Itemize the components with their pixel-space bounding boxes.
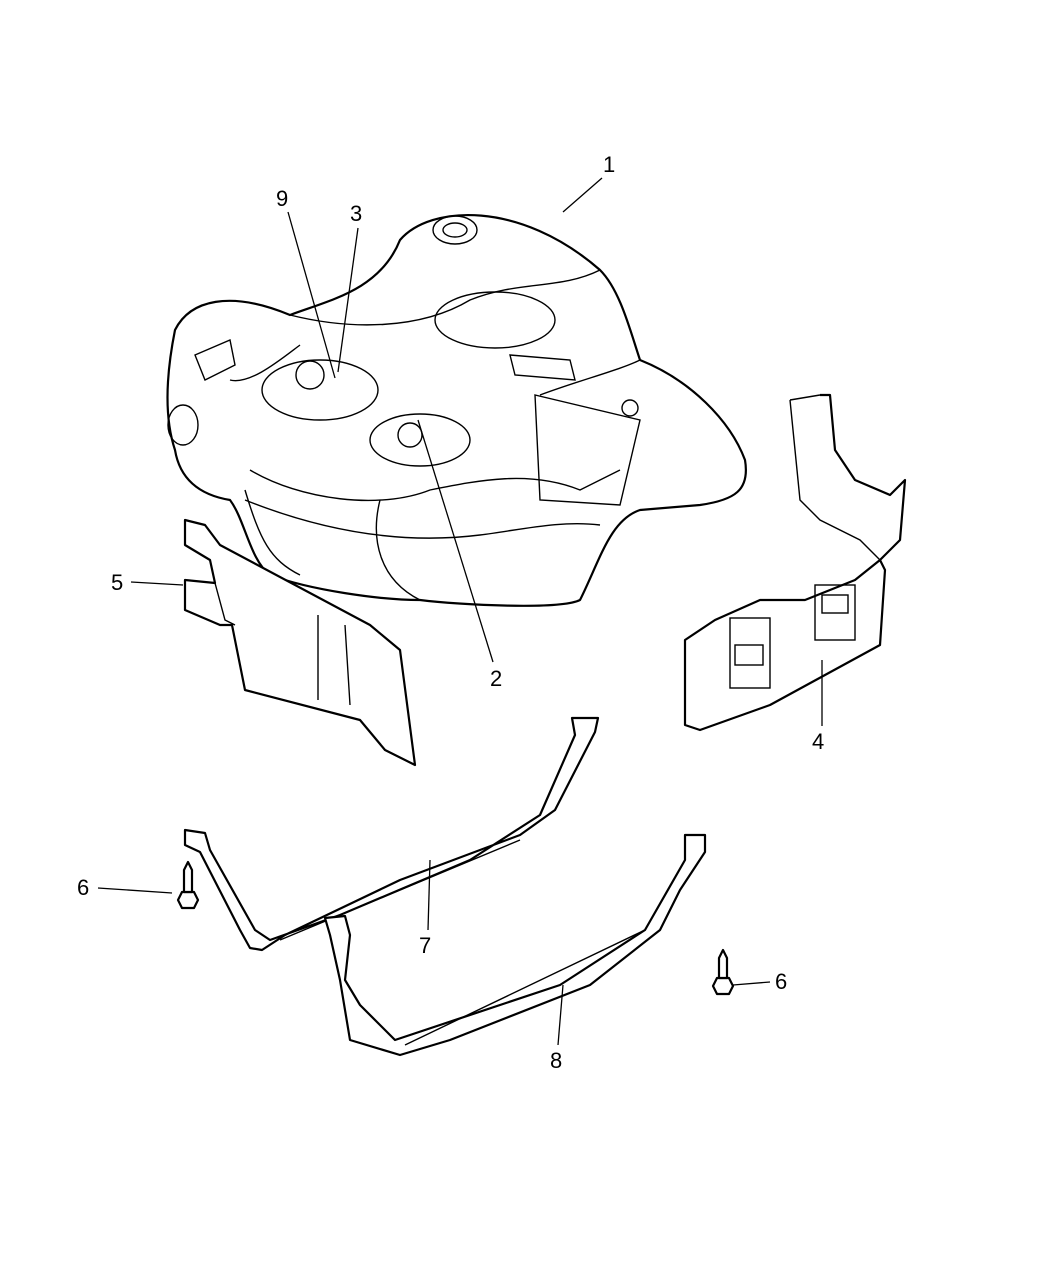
bolt-right xyxy=(711,948,735,996)
heat-shield-left xyxy=(183,518,417,767)
fuel-tank xyxy=(166,213,747,607)
callout-5: 5 xyxy=(111,570,123,595)
bolt-left xyxy=(176,860,200,910)
callout-9: 9 xyxy=(276,186,288,211)
callout-1: 1 xyxy=(603,152,615,177)
callout-3: 3 xyxy=(350,201,362,226)
strap-rear xyxy=(323,833,707,1057)
callout-2: 2 xyxy=(490,666,502,691)
callout-6-right: 6 xyxy=(775,969,787,994)
callout-6-left: 6 xyxy=(77,875,89,900)
heat-shield-right xyxy=(683,393,907,732)
callout-7: 7 xyxy=(419,933,431,958)
strap-front xyxy=(183,716,600,952)
callout-4: 4 xyxy=(812,729,824,754)
callout-8: 8 xyxy=(550,1048,562,1073)
leader-lines xyxy=(97,177,823,1046)
